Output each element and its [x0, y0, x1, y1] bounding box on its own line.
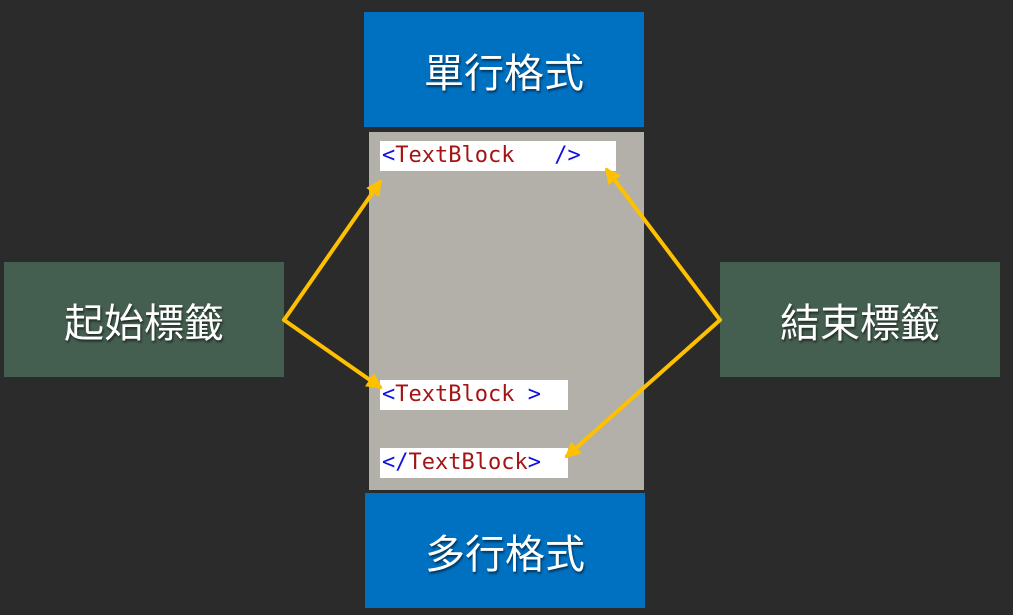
arrow-end-to-self-closing — [605, 167, 722, 322]
code-tag-name: TextBlock — [395, 382, 515, 407]
arrow-start-to-open-tag — [282, 318, 383, 389]
code-line-start-tag: <TextBlock > — [380, 380, 568, 410]
single-line-format-label: 單行格式 — [424, 50, 584, 97]
code-line-end-tag: </TextBlock> — [380, 448, 568, 478]
code-tag-name: TextBlock — [408, 450, 528, 475]
code-bracket-open: </ — [382, 450, 409, 475]
arrow-start-to-self-closing — [282, 179, 382, 322]
code-bracket-open: < — [382, 143, 396, 168]
multi-line-format-label: 多行格式 — [425, 531, 585, 578]
code-bracket-close: > — [514, 382, 541, 407]
code-bracket-open: < — [382, 382, 396, 407]
end-tag-box: 結束標籤 — [720, 262, 1000, 377]
arrow-end-to-close-tag — [564, 318, 722, 459]
code-bracket-close: > — [527, 450, 541, 475]
code-bracket-close: /> — [514, 143, 581, 168]
start-tag-label: 起始標籤 — [64, 300, 224, 347]
start-tag-box: 起始標籤 — [4, 262, 284, 377]
code-tag-name: TextBlock — [395, 143, 515, 168]
single-line-format-box: 單行格式 — [364, 12, 644, 127]
end-tag-label: 結束標籤 — [780, 300, 940, 347]
multi-line-format-box: 多行格式 — [365, 493, 645, 608]
code-line-self-closing: <TextBlock /> — [380, 141, 616, 171]
